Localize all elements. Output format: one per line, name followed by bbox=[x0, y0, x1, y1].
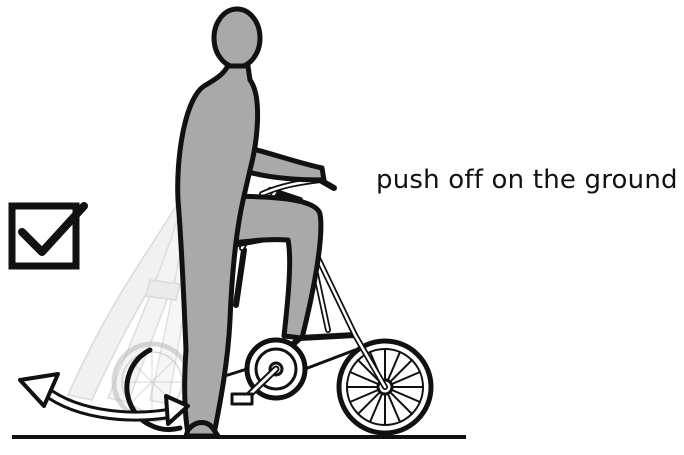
instruction-caption: push off on the ground bbox=[376, 165, 678, 195]
pedal bbox=[232, 394, 252, 404]
checkbox bbox=[12, 206, 84, 266]
